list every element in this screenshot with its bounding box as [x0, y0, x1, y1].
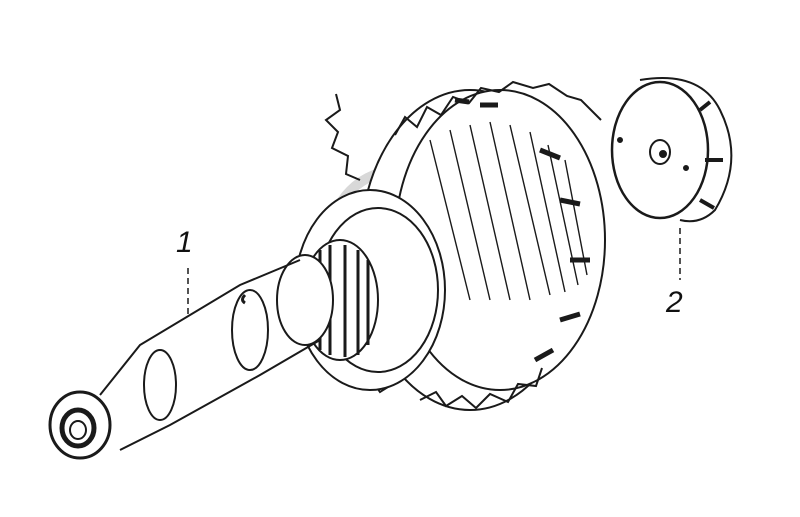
end-cap — [610, 77, 733, 280]
shaft — [48, 259, 321, 460]
splined-collar — [276, 239, 379, 361]
callout-label-1: 1 — [176, 226, 193, 259]
callout-label-2: 2 — [666, 286, 683, 319]
shaft-gear-assembly — [48, 80, 606, 460]
